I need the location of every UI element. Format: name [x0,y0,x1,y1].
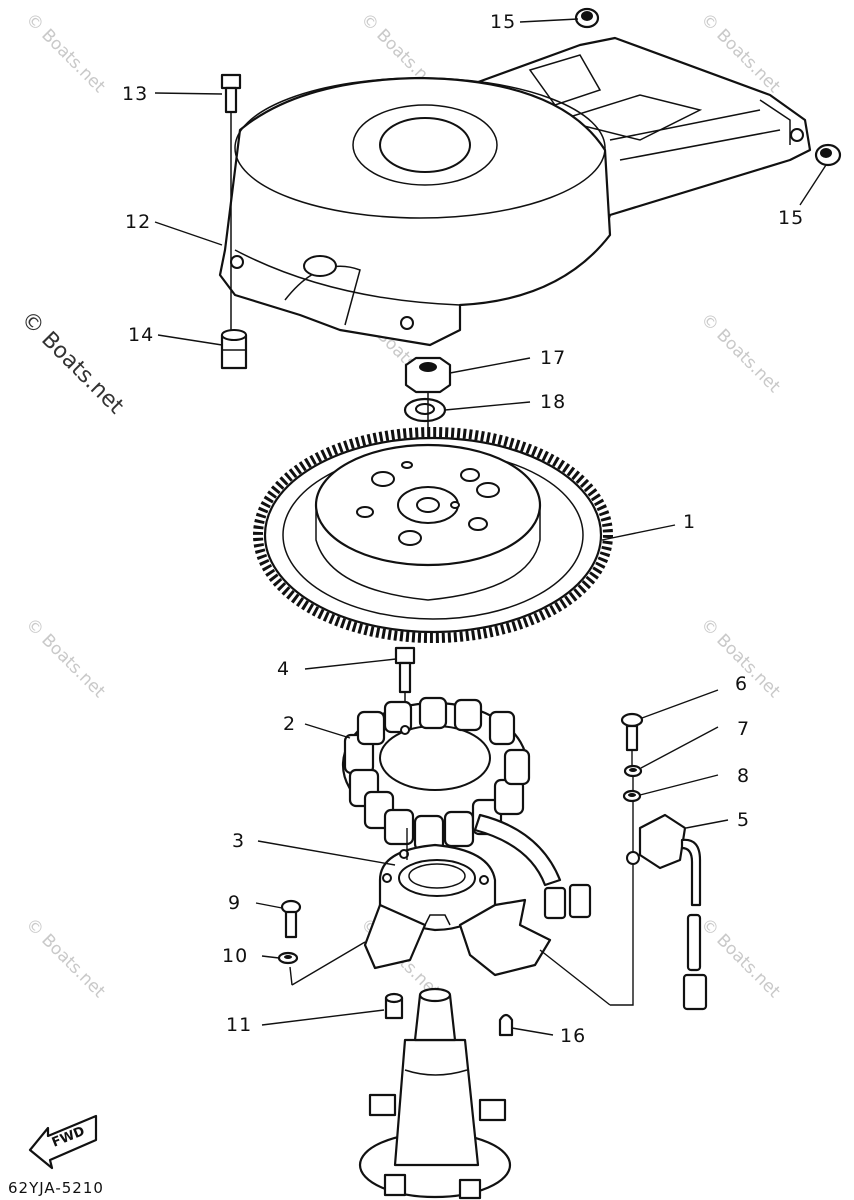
callout-3: 3 [232,830,245,852]
nut-part-17 [404,356,452,394]
pulser-coil-part-5 [626,813,708,1011]
flywheel-cover-part-12 [218,36,812,347]
crankshaft [358,987,512,1200]
bolt-part-4 [394,646,416,735]
callout-15-side: 15 [778,207,804,229]
callout-8: 8 [737,765,750,787]
bolt-part-13 [220,73,242,330]
callout-4: 4 [277,658,290,680]
watermark: © Boats.net [696,914,784,1002]
watermark: © Boats.net [16,307,129,420]
lock-washer-part-7 [623,764,643,778]
grommet-part-14 [220,329,248,370]
callout-10: 10 [222,945,248,967]
watermark: © Boats.net [21,614,109,702]
washer-part-18 [403,397,447,423]
forward-direction-arrow: FWD [28,1114,98,1170]
woodruff-key-part-16 [498,1013,514,1037]
callout-2: 2 [283,713,296,735]
stator-part-2 [341,696,592,920]
stator-base-part-3 [363,843,552,977]
callout-14: 14 [128,324,154,346]
washer-part-10 [277,951,299,965]
callout-13: 13 [122,83,148,105]
diagram-code: 62YJA-5210 [8,1179,104,1197]
flywheel-part-1 [253,427,613,643]
callout-7: 7 [737,718,750,740]
callout-9: 9 [228,892,241,914]
callout-12: 12 [125,211,151,233]
callout-18: 18 [540,391,566,413]
callout-11: 11 [226,1014,252,1036]
watermark: © Boats.net [696,309,784,397]
grommet-part-15-side [814,143,842,167]
callout-15-top: 15 [490,11,516,33]
callout-17: 17 [540,347,566,369]
callout-5: 5 [737,809,750,831]
watermark: © Boats.net [21,9,109,97]
grommet-part-15-top [574,7,600,29]
stator-coils [343,696,531,852]
callout-labels: 13 12 14 15 15 17 18 1 4 2 3 6 7 8 5 9 1… [122,11,804,1047]
callout-1: 1 [683,511,696,533]
callout-16: 16 [560,1025,586,1047]
dowel-pin-part-11 [384,992,404,1020]
screw-part-9 [280,899,302,939]
screw-part-6 [620,712,644,752]
washer-part-8 [622,789,642,803]
leader-lines [154,18,827,1036]
watermark: © Boats.net [21,914,109,1002]
callout-6: 6 [735,673,748,695]
